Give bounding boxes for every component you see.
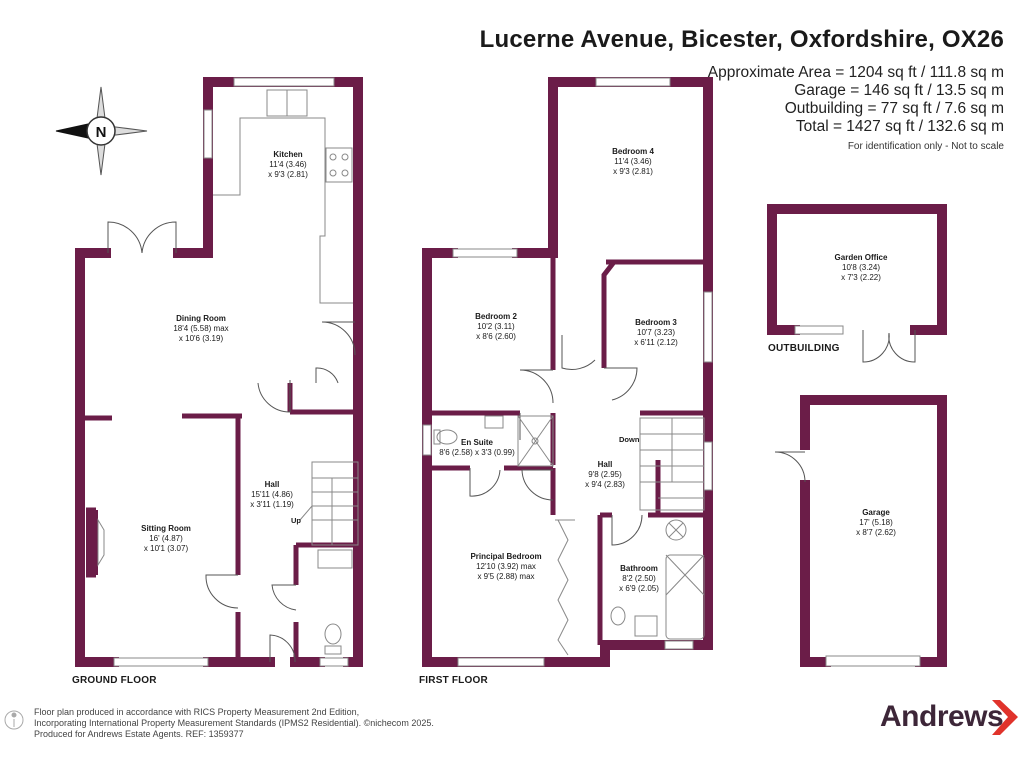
footer-credits: Floor plan produced in accordance with R… — [34, 707, 434, 740]
outbuilding-label: OUTBUILDING — [768, 343, 840, 354]
bathroom-fixtures — [610, 519, 705, 640]
first-floor-label: FIRST FLOOR — [419, 675, 488, 686]
compass-icon — [55, 86, 148, 176]
wardrobe — [555, 519, 575, 656]
garage-door — [774, 451, 921, 667]
ensuite-fixtures — [433, 415, 554, 467]
first-floor-walls — [422, 77, 713, 667]
person-info-icon — [4, 710, 24, 730]
andrews-logo-chevron-icon — [992, 700, 1018, 735]
total-area: Total = 1427 sq ft / 132.6 sq m — [795, 118, 1004, 135]
approximate-area: Approximate Area = 1204 sq ft / 111.8 sq… — [707, 64, 1004, 81]
scale-note: For identification only - Not to scale — [847, 141, 1004, 152]
compass-north-letter: N — [96, 124, 107, 141]
outbuilding-window — [794, 325, 844, 335]
garage-area: Garage = 146 sq ft / 13.5 sq m — [794, 82, 1004, 99]
ground-floor-windows — [113, 77, 349, 667]
first-floor-windows — [422, 77, 713, 667]
outbuilding-doors — [862, 330, 916, 363]
footer-line-1: Floor plan produced in accordance with R… — [34, 707, 360, 717]
stairs-down-label: Down — [619, 435, 640, 444]
ground-stairs — [299, 461, 359, 546]
fireplace — [86, 510, 98, 575]
first-stairs — [639, 417, 705, 511]
garage-walls — [800, 395, 947, 667]
first-floor-internal-walls — [430, 253, 706, 645]
footer-line-3: Produced for Andrews Estate Agents. REF:… — [34, 729, 244, 739]
outbuilding-walls — [767, 204, 947, 335]
kitchen-units — [213, 89, 353, 304]
andrews-logo: Andrews — [880, 700, 1004, 733]
property-address: Lucerne Avenue, Bicester, Oxfordshire, O… — [479, 26, 1004, 53]
first-floor-doors — [469, 335, 643, 546]
footer-line-2: Incorporating International Property Mea… — [34, 718, 434, 728]
stairs-up-label: Up — [291, 516, 301, 525]
ground-floor-label: GROUND FLOOR — [72, 675, 157, 686]
outbuilding-area: Outbuilding = 77 sq ft / 7.6 sq m — [784, 100, 1004, 117]
ground-wc-fixtures — [317, 549, 353, 655]
ground-floor-doors — [107, 221, 356, 663]
ground-floor-internal-walls — [80, 383, 358, 662]
